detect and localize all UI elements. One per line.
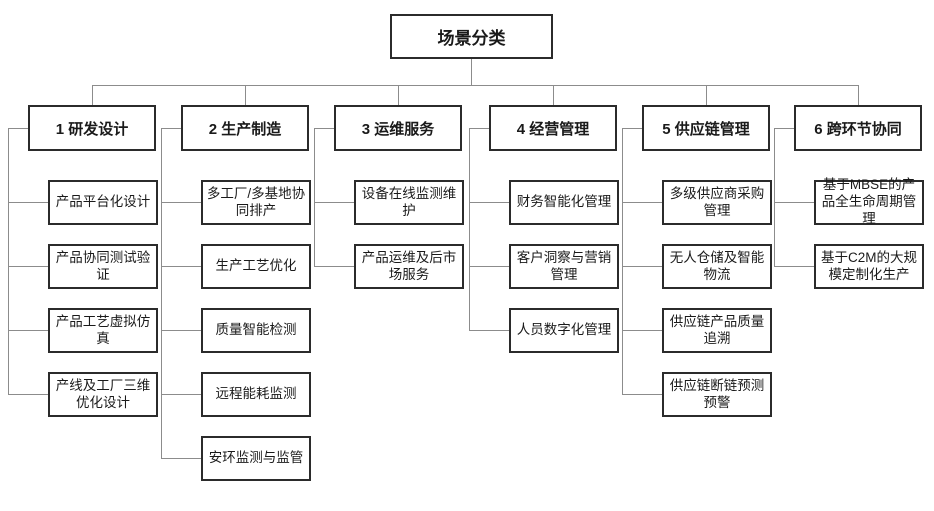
bus-line [92,85,859,86]
category-header: 3 运维服务 [334,105,462,151]
scenario-item: 客户洞察与营销管理 [509,244,619,289]
column-rail-line [8,128,9,394]
item-stub-line [8,266,48,267]
header-stub-line [161,128,181,129]
item-stub-line [774,266,814,267]
column-rail-line [469,128,470,330]
item-stub-line [161,266,201,267]
item-stub-line [622,394,662,395]
category-header: 2 生产制造 [181,105,309,151]
item-stub-line [8,394,48,395]
scenario-item: 多级供应商采购管理 [662,180,772,225]
column-rail-line [774,128,775,266]
item-stub-line [161,330,201,331]
header-stub-line [8,128,28,129]
category-header: 1 研发设计 [28,105,156,151]
header-drop-line [92,85,93,105]
header-drop-line [398,85,399,105]
header-stub-line [469,128,489,129]
scenario-item: 质量智能检测 [201,308,311,353]
header-drop-line [706,85,707,105]
scenario-item: 多工厂/多基地协同排产 [201,180,311,225]
item-stub-line [469,330,509,331]
category-header: 5 供应链管理 [642,105,770,151]
scenario-item: 供应链产品质量追溯 [662,308,772,353]
item-stub-line [161,202,201,203]
root-node: 场景分类 [390,14,553,59]
item-stub-line [314,202,354,203]
item-stub-line [622,330,662,331]
root-drop-line [471,59,472,85]
item-stub-line [622,202,662,203]
item-stub-line [161,458,201,459]
item-stub-line [314,266,354,267]
scenario-item: 人员数字化管理 [509,308,619,353]
header-stub-line [774,128,794,129]
item-stub-line [161,394,201,395]
category-header: 4 经营管理 [489,105,617,151]
item-stub-line [8,330,48,331]
item-stub-line [622,266,662,267]
item-stub-line [774,202,814,203]
scenario-item: 产品平台化设计 [48,180,158,225]
column-rail-line [622,128,623,394]
header-stub-line [314,128,334,129]
scenario-item: 生产工艺优化 [201,244,311,289]
scenario-item: 产品协同测试验证 [48,244,158,289]
item-stub-line [469,202,509,203]
header-drop-line [858,85,859,105]
header-drop-line [553,85,554,105]
item-stub-line [469,266,509,267]
scenario-item: 产品工艺虚拟仿真 [48,308,158,353]
item-stub-line [8,202,48,203]
scenario-item: 设备在线监测维护 [354,180,464,225]
column-rail-line [161,128,162,458]
scenario-item: 产品运维及后市场服务 [354,244,464,289]
scenario-item: 远程能耗监测 [201,372,311,417]
category-header: 6 跨环节协同 [794,105,922,151]
header-stub-line [622,128,642,129]
scenario-item: 基于MBSE的产品全生命周期管理 [814,177,924,226]
header-drop-line [245,85,246,105]
scenario-item: 产线及工厂三维优化设计 [48,372,158,417]
column-rail-line [314,128,315,266]
scenario-item: 供应链断链预测预警 [662,372,772,417]
scenario-item: 安环监测与监管 [201,436,311,481]
scenario-item: 财务智能化管理 [509,180,619,225]
scenario-item: 基于C2M的大规模定制化生产 [814,244,924,289]
scenario-item: 无人仓储及智能物流 [662,244,772,289]
